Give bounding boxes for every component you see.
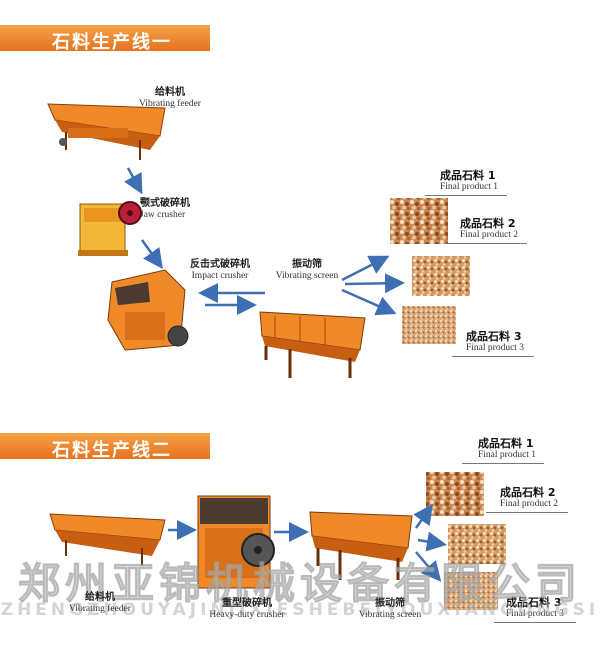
line1-product-2-leader (445, 243, 527, 244)
line1-product-2-label: 成品石料 2 Final product 2 (460, 217, 519, 241)
line2-product-2-label: 成品石料 2 Final product 2 (500, 486, 559, 510)
line2-product-1-label: 成品石料 1 Final product 1 (478, 437, 537, 461)
line1-screen-label: 振动筛 Vibrating screen (275, 259, 339, 281)
line2-title: 石料生产线二 (52, 440, 172, 461)
line2-product-3-leader (494, 622, 576, 623)
line2-feeder-label: 给料机 Vibrating feeder (69, 592, 131, 614)
line1-product-1-label: 成品石料 1 Final product 1 (440, 169, 499, 193)
line2-product-1-leader (462, 463, 544, 464)
line1-banner: 石料生产线一 (0, 25, 210, 53)
line2-screen-label: 振动筛 Vibrating screen (358, 598, 422, 620)
line1-impact-label: 反击式破碎机 Impact crusher (190, 259, 250, 281)
line1-jaw-crusher-machine (78, 201, 142, 256)
line1-flow-arrows (124, 167, 405, 316)
line1-product-3-leader (452, 356, 534, 357)
watermark-en: ZHENGZHOUYAJINJIXIESHEBEIYOUXIANGONGSI (0, 600, 600, 620)
line1-feeder-label: 给料机 Vibrating feeder (139, 87, 201, 109)
line2-screen-machine (309, 511, 413, 580)
line1-screen-machine (259, 311, 366, 378)
line1-product-2-swatch (412, 256, 470, 296)
line1-product-3-swatch (402, 306, 456, 344)
line1-product-3-label: 成品石料 3 Final product 3 (466, 330, 525, 354)
line2-heavy-crusher-machine (197, 495, 275, 589)
line2-flow-arrows (168, 503, 447, 582)
watermark-cn: 郑州亚锦机械设备有限公司 (17, 559, 582, 609)
line1-product-1-leader (425, 195, 507, 196)
line2-feeder-machine (49, 513, 166, 566)
line2-product-1-swatch (426, 472, 484, 516)
line1-title: 石料生产线一 (52, 32, 172, 53)
line2-product-2-leader (486, 512, 568, 513)
line1-product-1-swatch (390, 198, 448, 244)
line2-crusher-label: 重型破碎机 Heavy-duty crusher (209, 598, 285, 620)
line2-banner: 石料生产线二 (0, 433, 210, 461)
line1-feeder-machine (47, 103, 166, 160)
line2-product-3-swatch (444, 572, 498, 610)
line2-product-3-label: 成品石料 3 Final product 3 (506, 596, 565, 620)
line2-product-2-swatch (448, 524, 506, 564)
line1-jaw-label: 颚式破碎机 Jaw crusher (140, 198, 190, 220)
line1-impact-crusher-machine (107, 269, 189, 351)
